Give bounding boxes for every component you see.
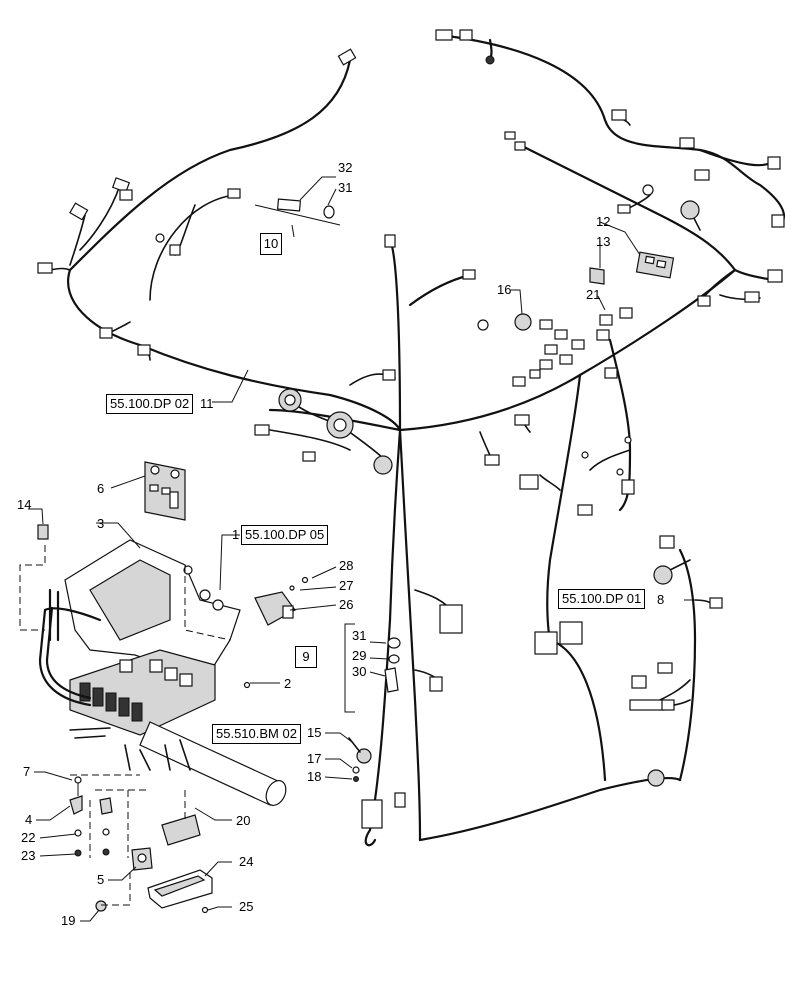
callout-11: 11	[200, 396, 214, 411]
callout-32: 32	[338, 160, 353, 175]
callout-10-box: 10	[260, 233, 282, 255]
callout-6: 6	[97, 481, 105, 496]
callout-9-box: 9	[295, 646, 317, 668]
reference-beacon[interactable]: 55.510.BM 02	[212, 724, 301, 744]
callout-26: 26	[339, 597, 354, 612]
callout-16: 16	[497, 282, 512, 297]
callout-22: 22	[21, 830, 36, 845]
reference-harness-console[interactable]: 55.100.DP 05	[241, 525, 329, 545]
callout-31-mid: 31	[352, 628, 367, 643]
callout-8: 8	[657, 592, 665, 607]
callout-20: 20	[236, 813, 251, 828]
callout-25: 25	[239, 899, 254, 914]
callout-7: 7	[23, 764, 31, 779]
reference-harness-rear[interactable]: 55.100.DP 01	[558, 589, 646, 609]
callout-4: 4	[25, 812, 33, 827]
callout-21: 21	[586, 287, 601, 302]
callout-23: 23	[21, 848, 36, 863]
callout-3: 3	[97, 516, 105, 531]
callout-13: 13	[596, 234, 611, 249]
reference-harness-roof[interactable]: 55.100.DP 02	[106, 394, 194, 414]
callout-29: 29	[352, 648, 367, 663]
callout-19: 19	[61, 913, 76, 928]
callout-1: 1	[232, 527, 240, 542]
callout-27: 27	[339, 578, 354, 593]
callout-28: 28	[339, 558, 354, 573]
callout-30: 30	[352, 664, 367, 679]
callout-2: 2	[284, 676, 292, 691]
callout-15: 15	[307, 725, 322, 740]
callout-17: 17	[307, 751, 322, 766]
callout-18: 18	[307, 769, 322, 784]
callout-5: 5	[97, 872, 105, 887]
callout-12: 12	[596, 214, 611, 229]
callout-24: 24	[239, 854, 254, 869]
callout-31-top: 31	[338, 180, 353, 195]
callout-14: 14	[17, 497, 32, 512]
